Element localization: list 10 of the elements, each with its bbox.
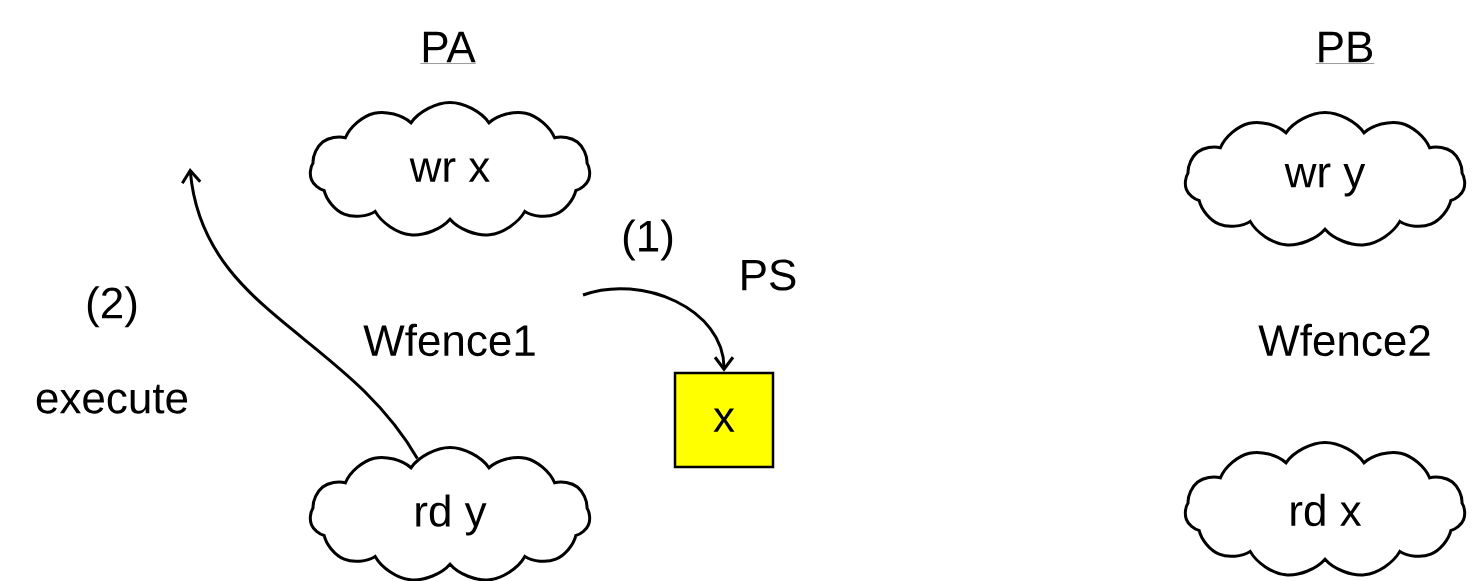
fence-label: Wfence1	[363, 323, 535, 357]
heading: PA	[420, 31, 476, 64]
fence-label: Wfence2	[1258, 323, 1430, 357]
process-name: PS	[742, 259, 796, 291]
heading: PB	[1315, 31, 1375, 64]
arrow	[181, 168, 419, 460]
edge-label: (2) execute	[36, 286, 188, 414]
process-box: x	[673, 371, 775, 469]
edge-label: (1)	[623, 219, 673, 261]
arrow	[582, 287, 735, 372]
